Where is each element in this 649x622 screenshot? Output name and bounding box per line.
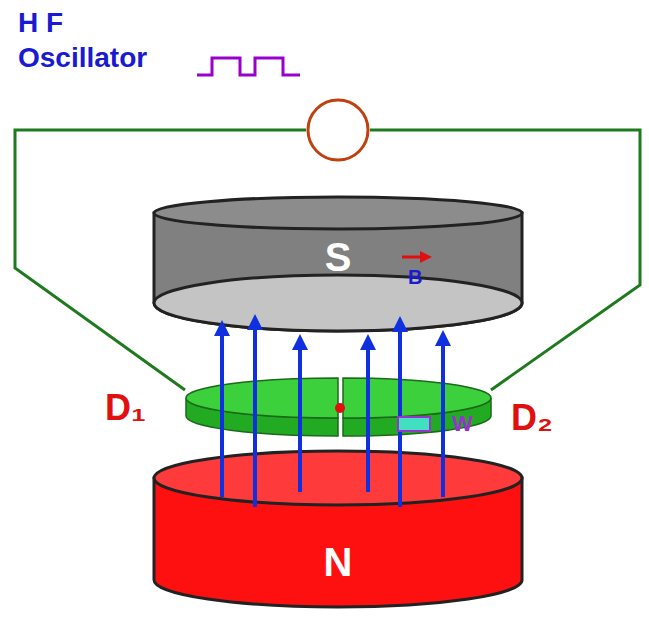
- field-vector-head: [420, 251, 432, 263]
- oscillator-circle: [308, 100, 368, 160]
- node-label: H F Oscillator: [18, 5, 168, 75]
- field-lines: [214, 314, 451, 507]
- oscillator-shape: [306, 98, 370, 162]
- field-line: [441, 342, 445, 497]
- window-label: W: [452, 411, 473, 437]
- south-magnet: S: [152, 195, 524, 335]
- square-wave: [197, 58, 300, 75]
- node-label: D₁: [105, 388, 175, 428]
- oscillator: H F Oscillator: [306, 98, 370, 162]
- field-arrowhead: [247, 314, 263, 330]
- field-line: [366, 346, 370, 492]
- magnet-top: [154, 197, 522, 229]
- magnet-pole-face: [154, 275, 522, 331]
- magnet-pole-face: [154, 451, 522, 505]
- dee-top: [186, 378, 338, 418]
- field-line: [220, 332, 224, 497]
- field-arrowhead: [292, 334, 308, 350]
- field-line: [253, 326, 257, 507]
- field-arrowhead: [360, 334, 376, 350]
- north-magnet-shape: [152, 450, 524, 610]
- node-label: N: [152, 540, 524, 584]
- window-symbol: [398, 417, 430, 431]
- dee-electrode-shape: [183, 376, 341, 440]
- field-arrowhead: [435, 330, 451, 346]
- field-arrowhead: [214, 320, 230, 336]
- field-symbol: B: [408, 266, 422, 289]
- field-arrowhead: [392, 316, 408, 332]
- center-dot: [335, 403, 345, 413]
- node-label: S: [152, 235, 524, 279]
- north-magnet: N: [152, 450, 524, 610]
- field-vector-arrow: [402, 256, 422, 259]
- field-line: [398, 328, 402, 507]
- field-line: [298, 346, 302, 492]
- node-label: D₂: [511, 398, 581, 438]
- dee-electrode: D₁: [183, 376, 341, 440]
